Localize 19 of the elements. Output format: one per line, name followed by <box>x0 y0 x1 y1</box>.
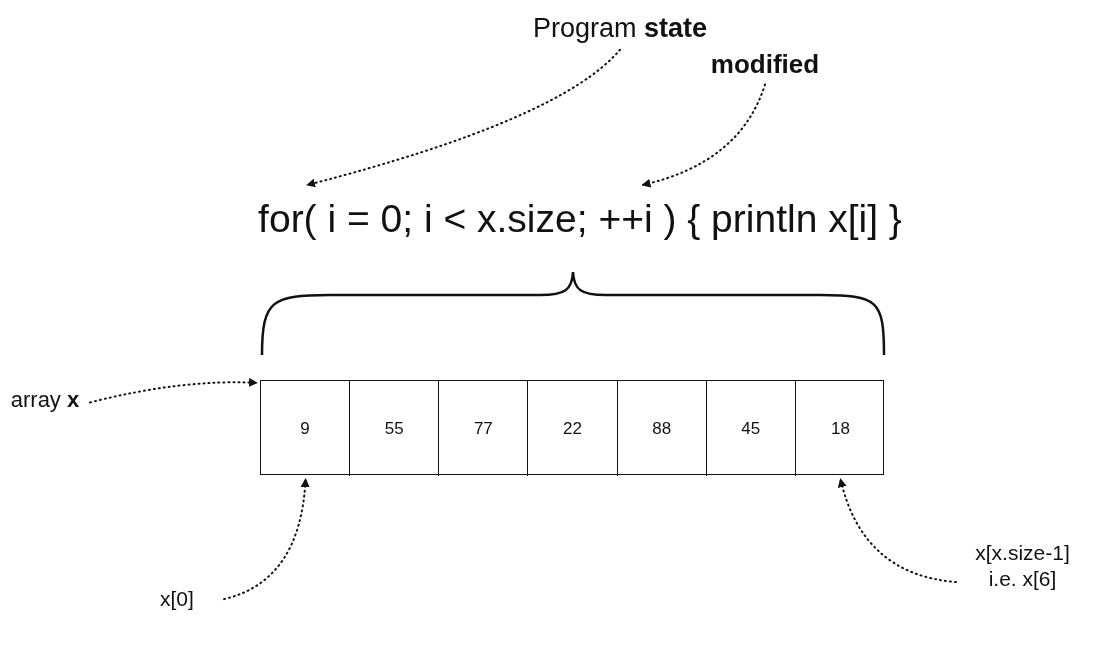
array-cell: 77 <box>439 381 529 476</box>
array-label: array x <box>5 386 85 414</box>
leader-line <box>306 48 621 188</box>
leader-line <box>89 378 258 404</box>
annotation-text: Program state <box>500 12 740 46</box>
array-cell: 88 <box>617 381 707 476</box>
array-cell: 9 <box>261 381 351 476</box>
leader-line <box>641 83 766 188</box>
leader-line <box>223 478 310 601</box>
leader-line <box>838 478 957 583</box>
array-cell: 18 <box>795 381 885 476</box>
index-label: x[0] <box>160 586 220 613</box>
array-box <box>260 380 884 475</box>
code-line: for( i = 0; i < x.size; ++i ) { println x[i] } <box>190 195 970 244</box>
annotation-text: modified <box>690 48 840 81</box>
array-cell: 45 <box>706 381 796 476</box>
index-label: x[x.size-1] i.e. x[6] <box>960 540 1085 593</box>
array-cell: 55 <box>350 381 440 476</box>
array-cell: 22 <box>528 381 618 476</box>
